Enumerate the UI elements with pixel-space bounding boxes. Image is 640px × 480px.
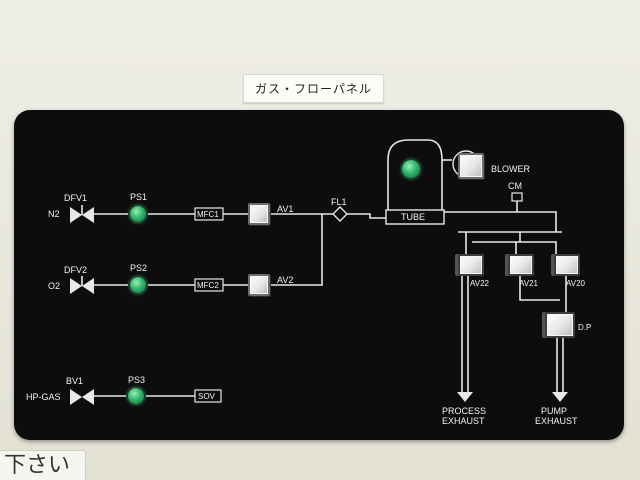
- gas-label-o2: O2: [48, 281, 60, 291]
- panel-title-plate: ガス・フローパネル: [243, 74, 384, 103]
- gauge-label-cm: CM: [508, 181, 522, 191]
- av1-button[interactable]: [248, 203, 270, 225]
- pipe-manifold-top: [444, 211, 557, 232]
- pressure-lamp-ps3: [128, 388, 144, 404]
- dp-label: D.P: [578, 323, 591, 332]
- av20-button[interactable]: [554, 254, 580, 276]
- switch-label-av20: AV20: [566, 279, 586, 288]
- filter-label: FL1: [331, 197, 347, 207]
- mfc2-label: MFC2: [197, 281, 219, 290]
- tube-box: [385, 209, 445, 225]
- valve-label-dfv1: DFV1: [64, 193, 87, 203]
- sov-box: [194, 389, 222, 403]
- tube-lamp: [402, 160, 420, 178]
- sensor-label-ps2: PS2: [130, 263, 147, 273]
- tube-vessel: [387, 139, 443, 210]
- mfc2-box: [194, 278, 224, 292]
- mfc1-box: [194, 207, 224, 221]
- switch-label-av22: AV22: [470, 279, 490, 288]
- bottom-note-sign: 下さい: [0, 450, 86, 480]
- dp-button[interactable]: [545, 312, 575, 338]
- switch-label-av1: AV1: [277, 204, 293, 214]
- av22-button[interactable]: [458, 254, 484, 276]
- pressure-lamp-ps2: [130, 277, 146, 293]
- blower-label: BLOWER: [491, 164, 531, 174]
- gas-label-n2: N2: [48, 209, 60, 219]
- sensor-label-ps3: PS3: [128, 375, 145, 385]
- valve-symbol-dfv2: [70, 276, 94, 294]
- process-exhaust-line2: EXHAUST: [442, 416, 485, 426]
- valve-label-dfv2: DFV2: [64, 265, 87, 275]
- process-exhaust-line1: PROCESS: [442, 406, 486, 416]
- pipe-av2-out: [270, 214, 323, 286]
- pump-exhaust-line2: EXHAUST: [535, 416, 578, 426]
- av21-button[interactable]: [508, 254, 534, 276]
- mfc1-label: MFC1: [197, 210, 219, 219]
- pipe-filter-tube: [347, 213, 386, 219]
- gas-label-hp-gas: HP-GAS: [26, 392, 61, 402]
- tube-label: TUBE: [401, 212, 425, 222]
- filter-symbol: [332, 206, 348, 222]
- switch-label-av21: AV21: [519, 279, 539, 288]
- valve-label-bv1: BV1: [66, 376, 83, 386]
- pump-exhaust-arrow: [552, 392, 568, 402]
- pipe-manifold-bus2: [472, 241, 557, 254]
- sov-label: SOV: [198, 392, 216, 401]
- pipe-av21-to-dp: [519, 276, 560, 301]
- blower-button[interactable]: [458, 153, 484, 179]
- pressure-lamp-ps1: [130, 206, 146, 222]
- av2-button[interactable]: [248, 274, 270, 296]
- pump-exhaust-line1: PUMP: [541, 406, 567, 416]
- valve-symbol-dfv1: [70, 205, 94, 223]
- valve-symbol-bv1: [70, 389, 94, 405]
- sensor-label-ps1: PS1: [130, 192, 147, 202]
- gauge-symbol: [511, 192, 523, 202]
- switch-label-av2: AV2: [277, 275, 293, 285]
- process-exhaust-arrow: [457, 392, 473, 402]
